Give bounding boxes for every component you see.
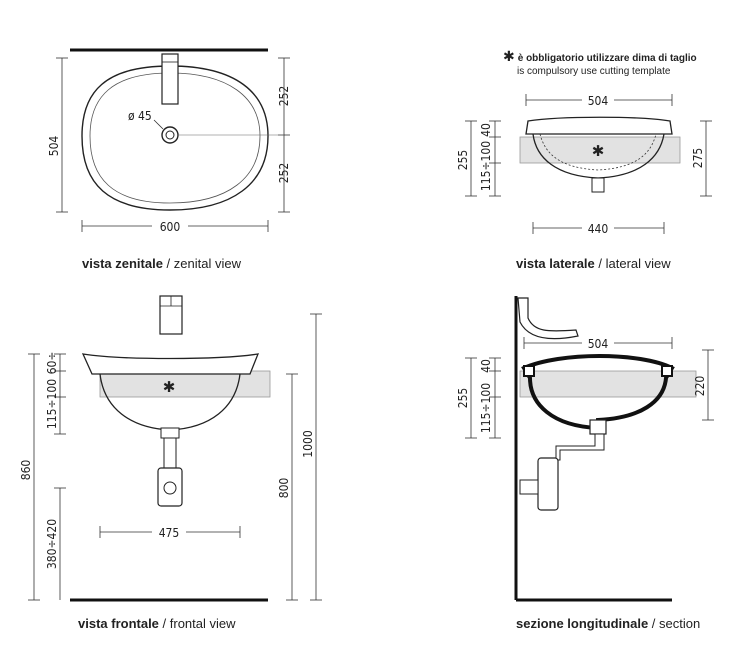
dim-height-800: 800 (277, 478, 291, 499)
countertop-band (99, 370, 271, 398)
lateral-view: ✱ 504 440 255 40 115÷100 275 (456, 93, 712, 236)
countertop-band (519, 136, 681, 164)
basin-section (521, 354, 675, 431)
template-mark-icon: ✱ (503, 48, 515, 64)
caption-section-it: sezione longitudinale (516, 616, 649, 631)
caption-frontal-en: frontal view (169, 616, 236, 631)
section-view: 504 255 40 115÷100 220 (456, 296, 714, 602)
dim-height-220: 220 (693, 376, 707, 397)
dim-bottom-width-440: 440 (588, 222, 609, 236)
caption-zenital-view: vista zenitale / zenital view (82, 256, 241, 271)
dim-top-width-504: 504 (588, 337, 609, 351)
drain-neck (591, 177, 605, 193)
dim-380-420: 380÷420 (45, 519, 59, 569)
dim-width-475: 475 (159, 526, 180, 540)
zenital-view: ø 45 504 252 252 600 (47, 48, 291, 234)
caption-section-en: section (659, 616, 701, 631)
faucet-section (517, 297, 579, 340)
dim-height-1000: 1000 (301, 430, 315, 458)
dim-width-600: 600 (160, 220, 181, 234)
basin-rim (525, 116, 673, 135)
caption-zenital-en: zenital view (173, 256, 241, 271)
dim-bottom-half-252: 252 (277, 163, 291, 184)
caption-separator: / (648, 616, 660, 631)
caption-separator: / (162, 256, 174, 271)
dim-40: 40 (479, 359, 493, 373)
caption-frontal-it: vista frontale (78, 616, 159, 631)
drain-neck (160, 427, 180, 439)
caption-zenital-it: vista zenitale (82, 256, 163, 271)
dim-60: 60÷ (45, 352, 59, 375)
siphon-pipe (555, 433, 605, 461)
dim-top-width-504: 504 (588, 94, 609, 108)
caption-separator: / (158, 616, 170, 631)
faucet-body (161, 53, 179, 105)
caption-section-view: sezione longitudinale / section (516, 616, 700, 631)
basin-inner-outline (89, 72, 261, 204)
caption-lateral-it: vista laterale (516, 256, 595, 271)
dim-40: 40 (479, 123, 493, 137)
drain-neck (589, 419, 607, 435)
caption-frontal-view: vista frontale / frontal view (78, 616, 236, 631)
dim-height-255: 255 (456, 388, 470, 409)
basin-rim (81, 353, 260, 375)
dim-height-860: 860 (19, 460, 33, 481)
template-note-en: is compulsory use cutting template (517, 66, 671, 77)
dim-115-100: 115÷100 (479, 383, 493, 433)
dim-115-100: 115÷100 (479, 141, 493, 191)
template-note-it: è obbligatorio utilizzare dima di taglio (517, 53, 697, 64)
siphon-pipe (163, 437, 177, 469)
dim-hole-diameter: ø 45 (128, 109, 152, 123)
dim-115-100: 115÷100 (45, 379, 59, 429)
dim-top-half-252: 252 (277, 86, 291, 107)
template-note: ✱è obbligatorio utilizzare dima di tagli… (503, 48, 697, 78)
caption-separator: / (594, 256, 606, 271)
caption-lateral-view: vista laterale / lateral view (516, 256, 671, 271)
frontal-view: ✱ 860 60÷ 115÷100 380÷420 475 800 (19, 295, 322, 602)
basin-outline (81, 65, 269, 211)
dim-height-255: 255 (456, 150, 470, 171)
dim-height-504: 504 (47, 136, 61, 157)
template-mark: ✱ (592, 143, 605, 160)
siphon-bottle (537, 457, 559, 511)
caption-lateral-en: lateral view (605, 256, 671, 271)
dim-height-275: 275 (691, 148, 705, 169)
template-mark: ✱ (163, 379, 176, 396)
